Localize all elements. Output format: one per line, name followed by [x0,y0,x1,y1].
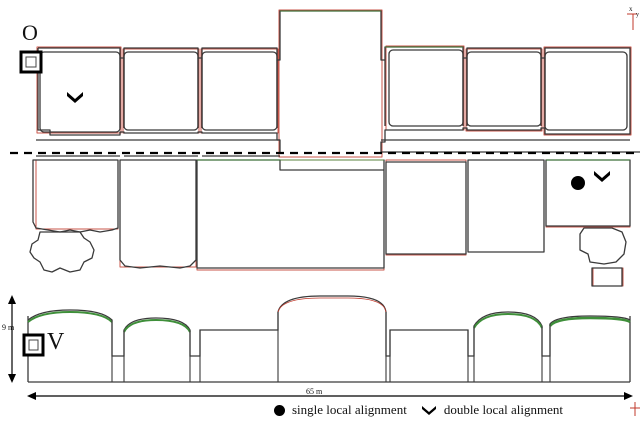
axis-y-label: y [636,12,639,18]
axis-x-label: x [629,5,633,13]
chevron-down-icon [421,406,436,415]
vertical-marker-icon [22,333,45,357]
green-scan-outline [197,10,630,161]
filled-circle-icon [274,404,285,416]
double-alignment-icon [67,92,83,103]
height-dimension-arrow [8,295,16,383]
width-dimension-arrow [27,392,633,400]
width-dimension-label: 65 m [306,387,323,396]
legend-single-label: single local alignment [292,402,407,417]
origin-marker-icon [19,50,43,74]
single-alignment-icon [571,176,585,190]
legend: single local alignment double local alig… [274,402,563,418]
red-scan-outline [35,9,632,287]
plan-view [29,9,640,287]
axis-indicator-icon [627,13,637,30]
legend-item-double: double local alignment [421,402,563,418]
origin-label: O [22,20,38,45]
height-dimension-label: 9 m [2,323,15,332]
vertical-label: V [47,329,65,355]
legend-item-single: single local alignment [274,402,407,418]
wall-outline [29,10,640,287]
axis-indicator-bottom-icon [630,402,640,416]
legend-double-label: double local alignment [443,402,563,417]
section-view [27,295,631,383]
double-alignment-icon [594,171,610,182]
